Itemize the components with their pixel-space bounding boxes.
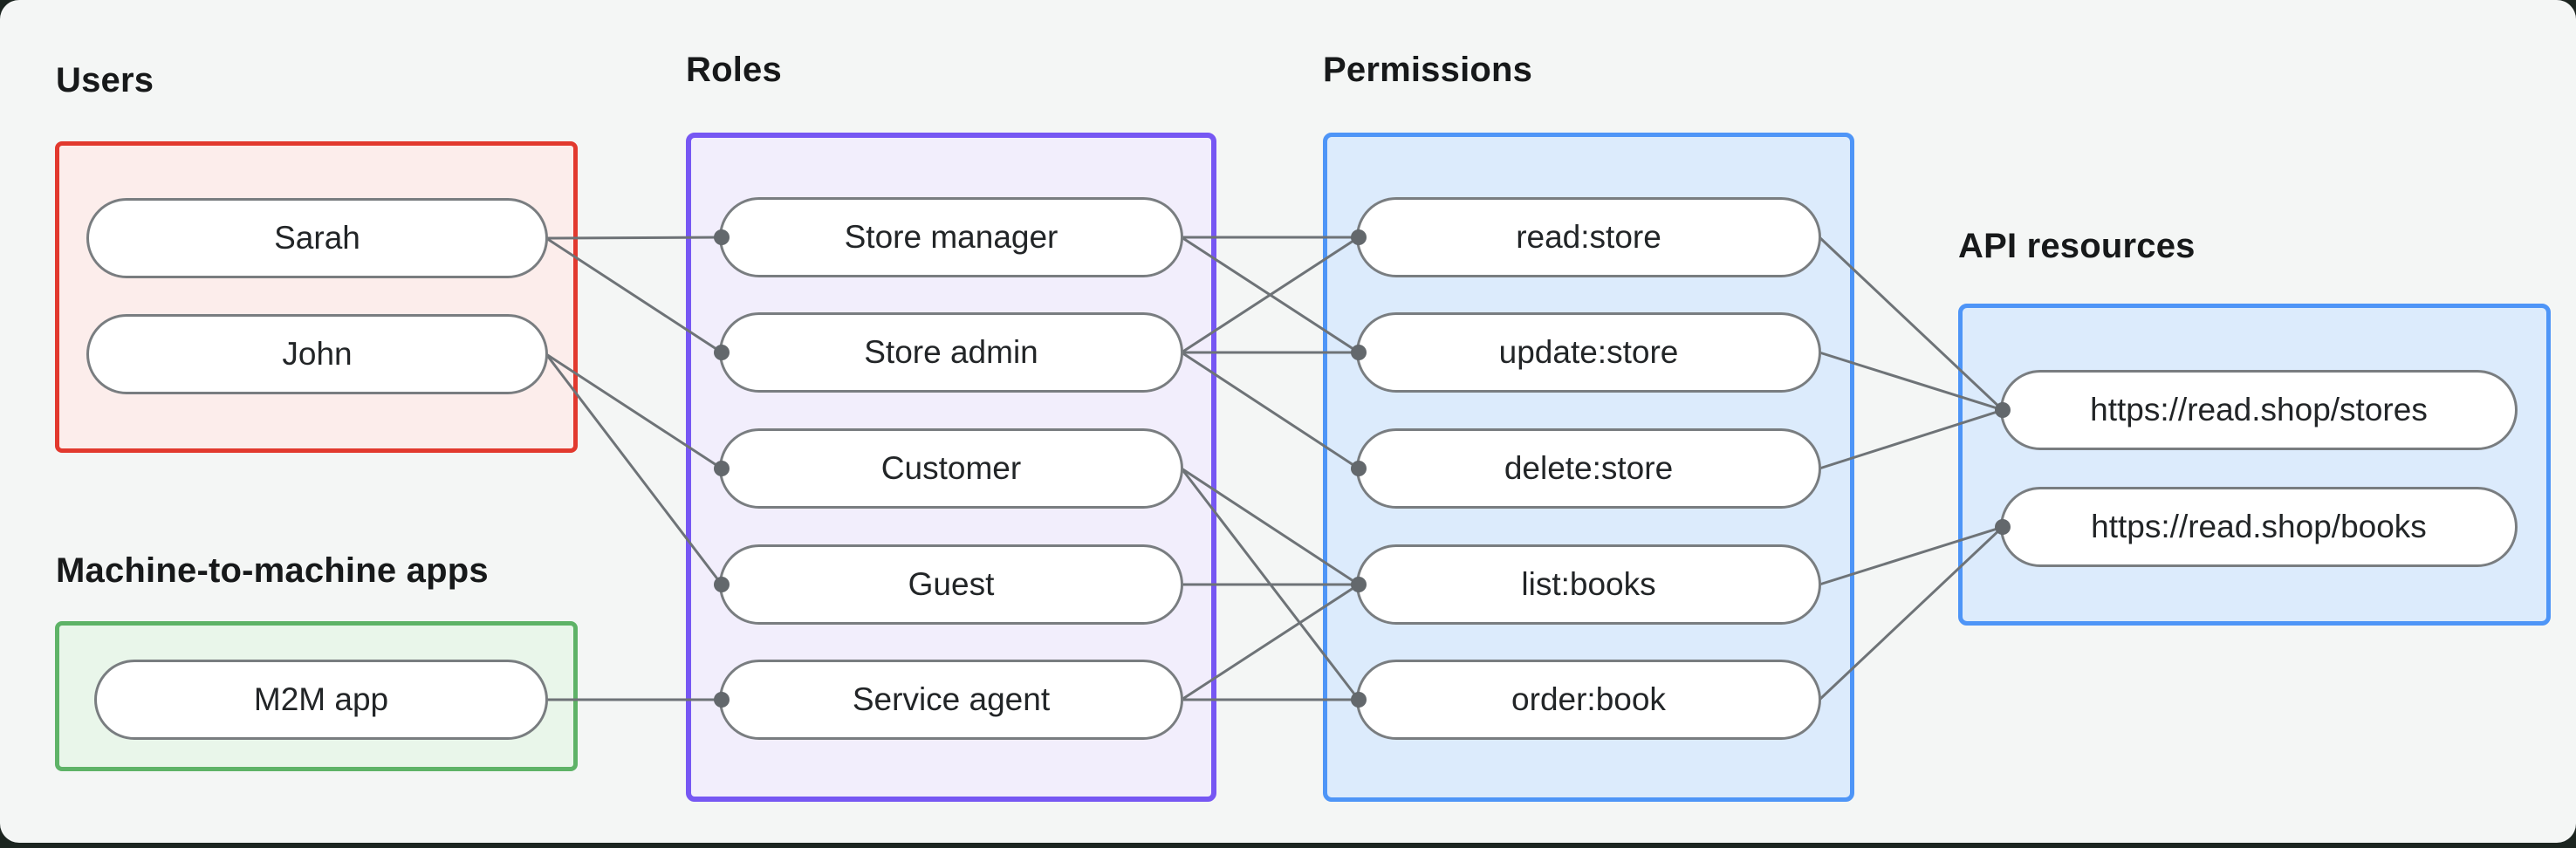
api-resource-node-stores: https://read.shop/stores [2000, 370, 2518, 450]
permission-node-delete-store: delete:store [1356, 428, 1821, 509]
permission-node-list-books: list:books [1356, 544, 1821, 625]
role-node-guest: Guest [719, 544, 1183, 625]
api-resources-heading: API resources [1958, 227, 2196, 265]
role-node-store-manager: Store manager [719, 197, 1183, 277]
roles-heading: Roles [686, 51, 782, 89]
user-node-sarah: Sarah [86, 198, 548, 278]
user-node-john: John [86, 314, 548, 394]
api-resources-group-box [1958, 304, 2551, 626]
api-resource-node-books: https://read.shop/books [2000, 487, 2518, 567]
permission-node-read-store: read:store [1356, 197, 1821, 277]
permission-node-order-book: order:book [1356, 660, 1821, 740]
permissions-heading: Permissions [1323, 51, 1533, 89]
users-group-box [55, 141, 578, 453]
m2m-app-node: M2M app [94, 660, 548, 740]
role-node-customer: Customer [719, 428, 1183, 509]
m2m-heading: Machine-to-machine apps [56, 551, 489, 590]
role-node-service-agent: Service agent [719, 660, 1183, 740]
users-heading: Users [56, 61, 154, 99]
permission-node-update-store: update:store [1356, 312, 1821, 393]
role-node-store-admin: Store admin [719, 312, 1183, 393]
